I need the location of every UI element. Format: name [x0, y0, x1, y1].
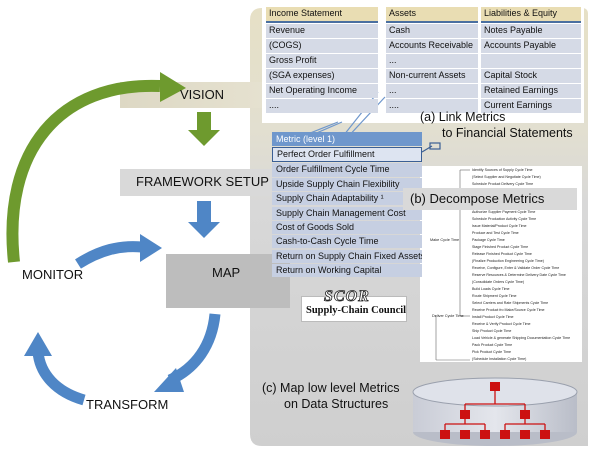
phase-monitor: MONITOR	[22, 267, 84, 282]
tree-leaf: Receive, Configure, Enter & Validate Ord…	[472, 266, 560, 270]
green-down-arrow	[188, 112, 220, 146]
tree-group-deliver: Deliver Cycle Time	[432, 314, 464, 318]
caption-b-box	[403, 188, 577, 210]
tree-leaf: Pack Product Cycle Time	[472, 343, 513, 347]
phase-transform: TRANSFORM	[86, 397, 169, 412]
framework-band	[120, 169, 280, 196]
tree-leaf: Route Shipment Cycle Time	[472, 294, 517, 298]
monitor-to-map-arrow	[75, 241, 143, 269]
metric-row[interactable]: Return on Working Capital	[272, 264, 422, 278]
liabilities-row: Accounts Payable	[481, 39, 581, 53]
scor-logo: SCOR Supply-Chain Council	[301, 288, 407, 322]
tree-leaf: Release Finished Product Cycle Time	[472, 252, 532, 256]
phase-vision: VISION	[180, 87, 225, 102]
caption-c-line1: (c) Map low level Metrics	[262, 381, 400, 395]
tree-leaf: Authorize Supplier Payment Cycle Time	[472, 210, 536, 214]
tree-group-make: Make Cycle Time	[430, 238, 460, 242]
map-band	[166, 254, 290, 308]
liabilities-header: Liabilities & Equity	[481, 7, 581, 23]
tree-leaf: Receive & Verify Product Cycle Time	[472, 322, 531, 326]
liabilities-row	[481, 54, 581, 68]
assets-row: Cash	[386, 24, 478, 38]
metric-row[interactable]: Cost of Goods Sold	[272, 220, 422, 235]
tree-leaf: Pick Product Cycle Time	[472, 350, 511, 354]
tree-leaf: Produce and Test Cycle Time	[472, 231, 519, 235]
tree-leaf: Stage Finished Product Cycle Time	[472, 245, 529, 249]
metric-row-selected[interactable]: Perfect Order Fulfillment	[272, 147, 422, 163]
liabilities-row: Retained Earnings	[481, 84, 581, 98]
tree-leaf: Ship Product Cycle Time	[472, 329, 512, 333]
assets-row: ....	[386, 99, 478, 113]
tree-leaf: (Consolidate Orders Cycle Time)	[472, 280, 525, 284]
transform-to-monitor-arrow	[32, 351, 86, 406]
income-statement-header: Income Statement	[266, 7, 378, 23]
tree-leaf: (Select Supplier and Negotiate Cycle Tim…	[472, 175, 541, 179]
tree-leaf: (Finalize Production Engineering Cycle T…	[472, 259, 544, 263]
liabilities-row: Current Earnings	[481, 99, 581, 113]
tree-leaf: Install Product Cycle Time	[472, 315, 514, 319]
assets-header: Assets	[386, 7, 478, 23]
caption-b: (b) Decompose Metrics	[410, 191, 545, 206]
metric-row[interactable]: Cash-to-Cash Cycle Time	[272, 235, 422, 249]
metric-row[interactable]: Supply Chain Adaptability ¹	[272, 192, 422, 206]
income-row: Gross Profit	[266, 54, 378, 68]
assets-row: Accounts Receivable	[386, 39, 478, 53]
caption-a-line2: to Financial Statements	[442, 126, 573, 140]
green-loop-arrowhead	[160, 72, 186, 102]
liabilities-row: Notes Payable	[481, 24, 581, 38]
tree-leaf: Select Carriers and Rate Shipments Cycle…	[472, 301, 549, 305]
scor-mark: SCOR	[324, 288, 370, 306]
caption-a-line1: (a) Link Metrics	[420, 110, 506, 124]
tree-leaf: Reserve Resources & Determine Delivery D…	[472, 273, 566, 277]
metric-row[interactable]: Return on Supply Chain Fixed Assets	[272, 249, 422, 263]
liabilities-table: Liabilities & Equity Notes Payable Accou…	[481, 7, 581, 114]
tree-leaf: Identify Sources of Supply Cycle Time	[472, 168, 533, 172]
liabilities-row: Capital Stock	[481, 69, 581, 83]
income-row: Revenue	[266, 24, 378, 38]
green-loop-arrow	[6, 79, 161, 263]
metric-row[interactable]: Supply Chain Management Cost	[272, 206, 422, 220]
tree-leaf: Build Loads Cycle Time	[472, 287, 510, 291]
metrics-header: Metric (level 1)	[272, 132, 422, 146]
income-statement-table: Income Statement Revenue (COGS) Gross Pr…	[266, 7, 378, 114]
income-row: ....	[266, 99, 378, 113]
tree-leaf: Issue Material/Product Cycle Time	[472, 224, 527, 228]
scor-name: Supply-Chain Council	[306, 305, 407, 316]
metrics-level1-table: Metric (level 1) Perfect Order Fulfillme…	[272, 132, 422, 278]
tree-leaf: Schedule Product Delivery Cycle Time	[472, 182, 534, 186]
map-to-transform-arrow	[167, 313, 221, 385]
tree-leaf: Schedule Production Activity Cycle Time	[472, 217, 537, 221]
income-row: (SGA expenses)	[266, 69, 378, 83]
income-row: (COGS)	[266, 39, 378, 53]
income-row: Net Operating Income	[266, 84, 378, 98]
assets-row: ...	[386, 54, 478, 68]
metric-row[interactable]: Order Fulfillment Cycle Time	[272, 163, 422, 177]
tree-leaf: Receive Product fro Make/Source Cycle Ti…	[472, 308, 545, 312]
assets-table: Assets Cash Accounts Receivable ... Non-…	[386, 7, 478, 114]
tree-leaf: Package Cycle Time	[472, 238, 505, 242]
phase-map: MAP	[212, 265, 241, 280]
metric-row[interactable]: Upside Supply Chain Flexibility	[272, 177, 422, 191]
phase-framework-setup: FRAMEWORK SETUP	[136, 174, 269, 189]
tree-leaf: (Schedule Installation Cycle Time)	[472, 357, 527, 361]
database-nodes	[440, 382, 550, 439]
assets-row: Non-current Assets	[386, 69, 478, 83]
selection-link	[421, 142, 441, 153]
blue-down-arrow	[188, 201, 220, 238]
tree-leaf: Load Vehicle & generate Shipping Documen…	[472, 336, 571, 340]
caption-c-line2: on Data Structures	[284, 397, 389, 411]
assets-row: ...	[386, 84, 478, 98]
